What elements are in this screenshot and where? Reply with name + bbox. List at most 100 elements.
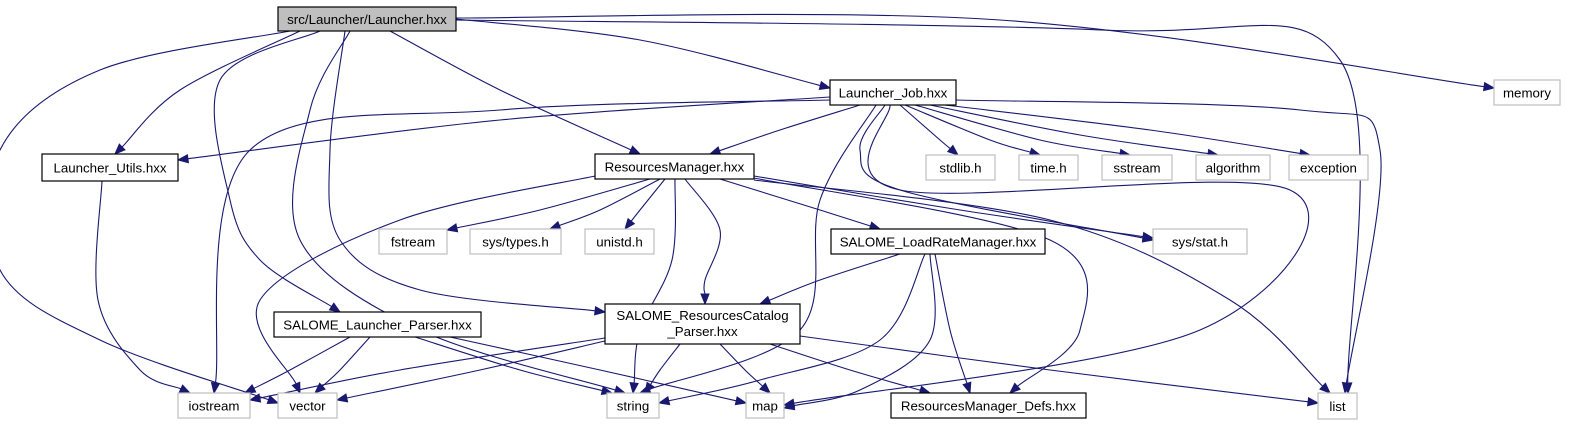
node-resources-manager[interactable]: ResourcesManager.hxx (594, 153, 755, 180)
arrowhead-icon (243, 384, 257, 394)
node-label: map (752, 399, 778, 414)
edge-launcher-parser-to-map (449, 336, 748, 406)
edge-line (719, 178, 871, 227)
edge-launcher-to-vector (0, 30, 291, 404)
node-rm-defs[interactable]: ResourcesManager_Defs.hxx (890, 392, 1087, 419)
edge-load-rate-manager-to-catalog-parser (758, 253, 901, 305)
edge-line (214, 99, 831, 384)
edge-line (95, 180, 182, 390)
node-box[interactable] (273, 311, 482, 338)
edge-line (904, 104, 1031, 153)
edge-line (259, 337, 606, 399)
edge-resources-manager-to-unistd (624, 178, 666, 231)
edge-resources-manager-to-rm-defs (753, 177, 1089, 394)
node-label: list (1329, 399, 1346, 414)
edge-line (213, 30, 332, 308)
arrowhead-icon (335, 393, 349, 403)
node-label: algorithm (1206, 161, 1261, 176)
edge-launcher-to-resources-manager (389, 30, 642, 155)
arrowhead-icon (210, 381, 221, 395)
node-label: exception (1300, 161, 1357, 176)
node-box (1317, 392, 1358, 420)
edge-line (455, 18, 821, 87)
node-label: SALOME_ResourcesCatalog (616, 308, 788, 323)
edge-load-rate-manager-to-rm-defs (934, 253, 972, 395)
edge-launcher-job-to-resources-manager (708, 104, 861, 156)
node-algorithm: algorithm (1195, 154, 1271, 181)
node-box[interactable] (830, 228, 1046, 255)
node-label: memory (1503, 86, 1551, 101)
edge-catalog-parser-to-list (799, 335, 1320, 407)
edge-launcher-job-to-algorithm (929, 104, 1220, 159)
edge-launcher-to-list (455, 19, 1361, 395)
edge-load-rate-manager-to-string (657, 253, 926, 406)
node-box[interactable] (594, 153, 755, 180)
node-box[interactable] (277, 6, 457, 32)
node-box (1288, 154, 1369, 181)
node-label: src/Launcher/Launcher.hxx (287, 12, 447, 27)
node-box[interactable] (890, 392, 1087, 419)
edge-line (292, 30, 616, 391)
node-time: time.h (1018, 154, 1079, 181)
node-label: unistd.h (596, 235, 643, 250)
edge-line (955, 99, 1382, 384)
edge-line (414, 336, 603, 392)
node-box (1101, 154, 1173, 181)
node-box[interactable] (829, 79, 957, 106)
node-box (745, 392, 785, 419)
node-sstream: sstream (1101, 154, 1173, 181)
node-launcher-parser[interactable]: SALOME_Launcher_Parser.hxx (273, 311, 482, 338)
edge-line (684, 178, 721, 295)
node-box (925, 154, 996, 181)
edge-line (456, 178, 651, 229)
arrowhead-icon (700, 293, 710, 306)
edge-line (633, 178, 677, 384)
node-sys-types: sys/types.h (469, 228, 562, 255)
edge-line (187, 96, 831, 160)
edge-resources-manager-to-fstream (445, 178, 651, 233)
node-box (469, 228, 562, 255)
edge-line (255, 174, 601, 385)
edge-launcher-to-memory (455, 13, 1496, 92)
edge-line (346, 340, 606, 399)
node-label: sys/stat.h (1172, 235, 1228, 250)
node-box (177, 392, 251, 419)
edge-load-rate-manager-to-map (782, 253, 936, 411)
arrowhead-icon (624, 217, 636, 231)
edge-resources-manager-to-list (753, 179, 1331, 394)
edge-launcher-job-to-list (955, 99, 1382, 395)
node-launcher[interactable]: src/Launcher/Launcher.hxx (277, 6, 457, 32)
edge-resources-manager-to-string (629, 178, 677, 395)
arrowhead-icon (176, 154, 190, 164)
node-fstream: fstream (378, 228, 448, 255)
node-memory: memory (1493, 79, 1561, 106)
edge-line (449, 336, 737, 402)
node-box[interactable] (41, 153, 179, 182)
edge-line (328, 30, 596, 312)
edge-resources-manager-to-sys-stat (753, 175, 1155, 242)
node-launcher-job[interactable]: Launcher_Job.hxx (829, 79, 957, 106)
node-box (277, 392, 338, 419)
arrowhead-icon (782, 400, 796, 411)
edge-line (389, 30, 632, 151)
edge-line (321, 336, 371, 387)
node-catalog-parser[interactable]: SALOME_ResourcesCatalog_Parser.hxx (604, 303, 801, 345)
node-label: fstream (391, 235, 435, 250)
node-box[interactable] (604, 303, 801, 345)
edge-launcher-job-to-time (904, 104, 1042, 157)
edge-line (0, 30, 291, 401)
node-sys-stat: sys/stat.h (1152, 228, 1248, 255)
node-launcher-utils[interactable]: Launcher_Utils.hxx (41, 153, 179, 182)
edge-line (793, 253, 936, 407)
node-box (378, 228, 448, 255)
edge-launcher-job-to-stdlib (899, 104, 960, 156)
arrowhead-icon (946, 144, 960, 156)
node-load-rate-manager[interactable]: SALOME_LoadRateManager.hxx (830, 228, 1046, 255)
node-box (1195, 154, 1271, 181)
edge-line (793, 104, 1310, 404)
arrowhead-icon (1141, 231, 1155, 242)
node-label: ResourcesManager.hxx (605, 160, 745, 175)
arrowhead-icon (629, 382, 639, 395)
edge-line (559, 178, 661, 226)
arrowhead-icon (1482, 81, 1496, 92)
